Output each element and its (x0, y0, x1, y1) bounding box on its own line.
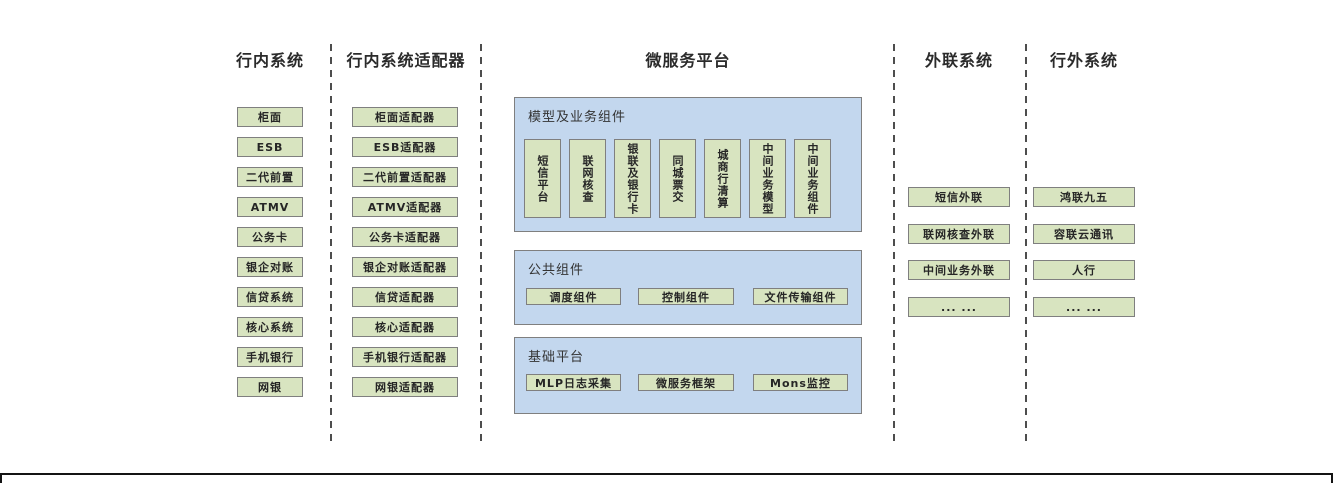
divider-dashed-4 (1025, 44, 1027, 444)
adapter-box: 公务卡适配器 (352, 227, 458, 247)
component-box: 文件传输组件 (753, 288, 848, 305)
column-title-in-bank-adapters: 行内系统适配器 (346, 51, 466, 70)
bottom-right-edge-tick (1331, 474, 1333, 483)
panel-title: 基础平台 (528, 350, 585, 365)
divider-dashed-3 (893, 44, 895, 444)
system-box: 手机银行 (237, 347, 303, 367)
component-box: 调度组件 (526, 288, 621, 305)
system-box: ESB (237, 137, 303, 157)
external-link-box: ... ... (908, 297, 1010, 317)
column-title-out-of-bank: 行外系统 (1049, 51, 1118, 70)
system-box: 核心系统 (237, 317, 303, 337)
component-box: Mons监控 (753, 374, 848, 391)
adapter-box: 二代前置适配器 (352, 167, 458, 187)
component-box-vertical: 短信平台 (524, 139, 561, 218)
system-box: 银企对账 (237, 257, 303, 277)
component-box-vertical: 城商行清算 (704, 139, 741, 218)
system-box: 柜面 (237, 107, 303, 127)
adapter-box: 手机银行适配器 (352, 347, 458, 367)
divider-dashed-2 (480, 44, 482, 444)
system-box: 信贷系统 (237, 287, 303, 307)
panel-common-components: 公共组件 调度组件 控制组件 文件传输组件 (514, 250, 862, 325)
column-title-microservice-platform: 微服务平台 (645, 51, 731, 70)
component-box-vertical: 联网核查 (569, 139, 606, 218)
adapter-box: 柜面适配器 (352, 107, 458, 127)
out-of-bank-box: 鸿联九五 (1033, 187, 1135, 207)
adapter-box: ATMV适配器 (352, 197, 458, 217)
column-title-in-bank: 行内系统 (235, 51, 304, 70)
component-box: MLP日志采集 (526, 374, 621, 391)
adapter-box: 银企对账适配器 (352, 257, 458, 277)
system-box: 网银 (237, 377, 303, 397)
bottom-rule (0, 473, 1333, 475)
component-box-vertical: 中间业务组件 (794, 139, 831, 218)
out-of-bank-box: 人行 (1033, 260, 1135, 280)
divider-dashed-1 (330, 44, 332, 444)
adapter-box: 信贷适配器 (352, 287, 458, 307)
system-box: ATMV (237, 197, 303, 217)
component-box: 微服务框架 (638, 374, 734, 391)
external-link-box: 短信外联 (908, 187, 1010, 207)
panel-title: 公共组件 (528, 263, 585, 278)
panel-model-business-components: 模型及业务组件 短信平台 联网核查 银联及银行卡 同城票交 城商行清算 中间业务… (514, 97, 862, 232)
component-box-vertical: 中间业务模型 (749, 139, 786, 218)
panel-title: 模型及业务组件 (528, 110, 627, 125)
out-of-bank-box: ... ... (1033, 297, 1135, 317)
adapter-box: ESB适配器 (352, 137, 458, 157)
bottom-left-edge-tick (0, 474, 2, 483)
external-link-box: 联网核查外联 (908, 224, 1010, 244)
adapter-box: 核心适配器 (352, 317, 458, 337)
component-box-vertical: 银联及银行卡 (614, 139, 651, 218)
external-link-box: 中间业务外联 (908, 260, 1010, 280)
component-box: 控制组件 (638, 288, 734, 305)
panel-base-platform: 基础平台 MLP日志采集 微服务框架 Mons监控 (514, 337, 862, 414)
column-title-external-link: 外联系统 (924, 51, 993, 70)
system-box: 公务卡 (237, 227, 303, 247)
component-box-vertical: 同城票交 (659, 139, 696, 218)
out-of-bank-box: 容联云通讯 (1033, 224, 1135, 244)
adapter-box: 网银适配器 (352, 377, 458, 397)
system-box: 二代前置 (237, 167, 303, 187)
